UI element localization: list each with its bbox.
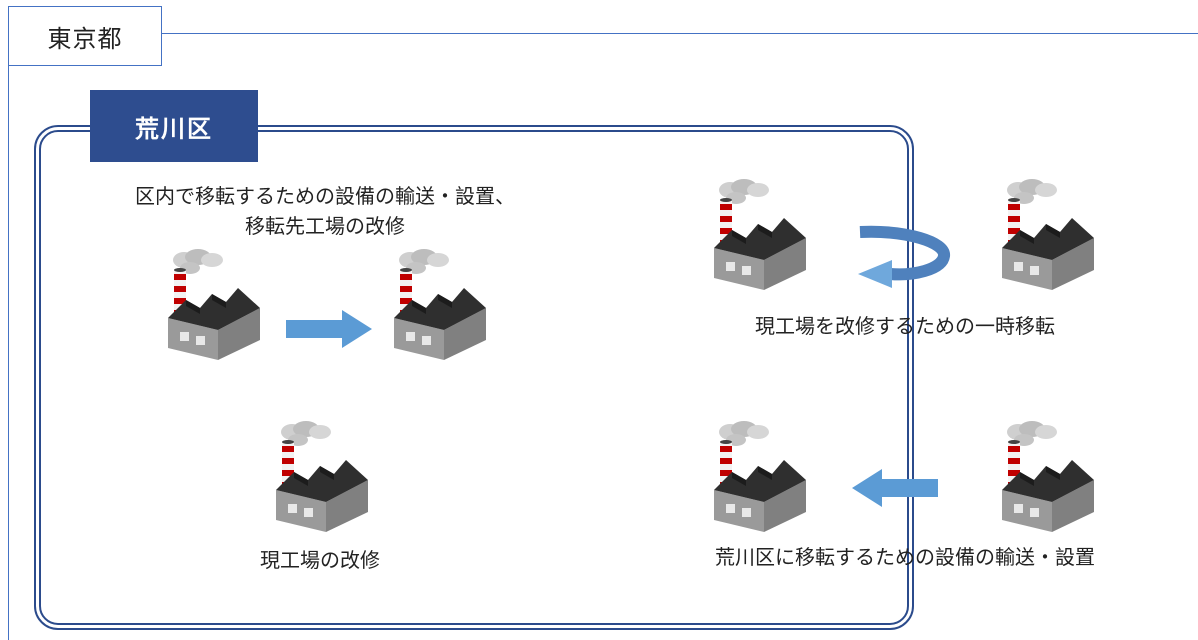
factory-icon — [160, 248, 264, 360]
factory-icon — [706, 420, 810, 532]
arakawa-tab: 荒川区 — [90, 90, 258, 162]
circular-arrow-icon — [856, 220, 952, 292]
move-within-caption-line2: 移転先工場の改修 — [245, 214, 405, 238]
tokyo-tab: 東京都 — [8, 6, 162, 66]
arrow-left-icon — [852, 469, 938, 507]
arakawa-label: 荒川区 — [135, 114, 213, 143]
tokyo-boundary-top — [8, 33, 1198, 34]
factory-icon — [706, 178, 810, 290]
factory-icon — [386, 248, 490, 360]
arakawa-boundary — [34, 125, 914, 630]
move-within-caption: 区内で移転するための設備の輸送・設置、 移転先工場の改修 — [90, 181, 560, 241]
arrow-right-icon — [286, 310, 372, 348]
temporary-move-caption: 現工場を改修するための一時移転 — [755, 314, 1055, 338]
tokyo-label: 東京都 — [47, 24, 123, 53]
tokyo-boundary-left — [8, 33, 9, 640]
factory-icon — [268, 420, 372, 532]
factory-icon — [994, 178, 1098, 290]
move-within-caption-line1: 区内で移転するための設備の輸送・設置、 — [135, 184, 515, 208]
move-into-caption: 荒川区に移転するための設備の輸送・設置 — [715, 545, 1095, 569]
renovate-current-caption: 現工場の改修 — [260, 548, 380, 572]
factory-icon — [994, 420, 1098, 532]
